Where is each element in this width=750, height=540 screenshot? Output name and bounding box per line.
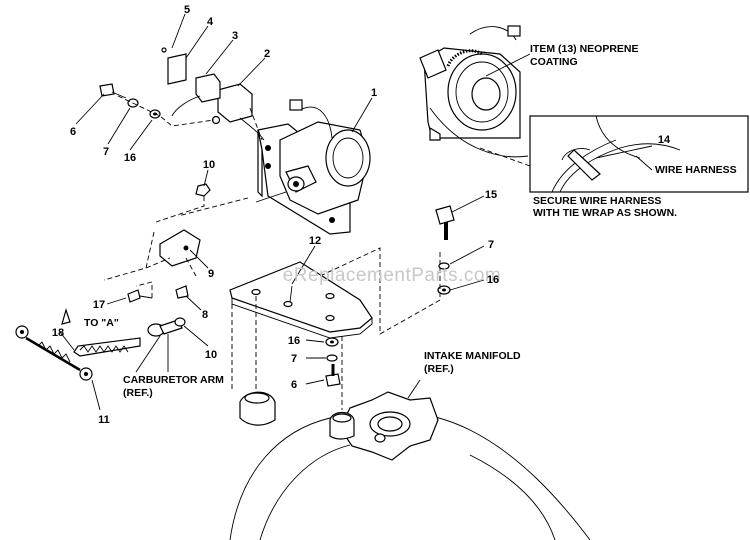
callout-9: 9 [208, 268, 214, 280]
callout-6-upper: 6 [70, 126, 76, 138]
callout-14: 14 [658, 134, 671, 146]
secure-note-line-2: WITH TIE WRAP AS SHOWN. [533, 207, 677, 219]
callout-16-lower: 16 [288, 335, 300, 347]
callout-3: 3 [232, 30, 238, 42]
callout-12: 12 [309, 235, 321, 247]
callout-4: 4 [207, 16, 214, 28]
callout-10-lower: 10 [205, 349, 217, 361]
screws-17-8 [127, 285, 189, 303]
linkage-rod-11-spring-18 [15, 307, 141, 381]
callout-7-lower: 7 [291, 353, 297, 365]
callout-16-upper: 16 [124, 152, 136, 164]
wire-harness-detail-box [529, 115, 749, 193]
callout-2: 2 [264, 48, 270, 60]
callout-6-lower: 6 [291, 379, 297, 391]
callout-1: 1 [371, 87, 377, 99]
governor-motor-assembly-1 [255, 99, 371, 235]
neoprene-note-line-2: COATING [530, 56, 578, 68]
callout-7-upper: 7 [103, 146, 109, 158]
callout-11: 11 [98, 414, 110, 426]
linkage-bracket-9 [159, 229, 201, 267]
screw-washer-set-lower [325, 337, 341, 387]
intake-manifold-line-2: (REF.) [424, 363, 454, 375]
carburetor-arm [147, 317, 186, 337]
callout-8: 8 [202, 309, 208, 321]
intake-manifold-line-1: INTAKE MANIFOLD [424, 350, 521, 362]
connector-parts-2-3-4 [161, 47, 265, 141]
to-a-label: TO "A" [84, 317, 119, 329]
callout-7-right: 7 [488, 239, 494, 251]
nut-10-upper [195, 183, 211, 197]
watermark-text: eReplacementParts.com [283, 265, 502, 286]
inset-motor-neoprene [419, 25, 521, 141]
callout-18: 18 [52, 327, 64, 339]
neoprene-note-line-1: ITEM (13) NEOPRENE [530, 43, 639, 55]
callout-10-upper: 10 [203, 159, 215, 171]
carburetor-arm-line-1: CARBURETOR ARM [123, 374, 224, 386]
intake-manifold-drawing [229, 391, 591, 540]
carburetor-arm-line-2: (REF.) [123, 387, 153, 399]
wire-harness-label: WIRE HARNESS [655, 164, 737, 176]
mounting-plate-12 [229, 261, 373, 339]
secure-note-line-1: SECURE WIRE HARNESS [533, 195, 661, 207]
callout-15: 15 [485, 189, 497, 201]
callout-5: 5 [184, 4, 190, 16]
callout-17: 17 [93, 299, 105, 311]
screw-washer-set-upper [99, 83, 161, 119]
leader-lines [59, 13, 485, 411]
callout-16-right: 16 [487, 274, 499, 286]
screw-washer-set-right [435, 205, 455, 295]
